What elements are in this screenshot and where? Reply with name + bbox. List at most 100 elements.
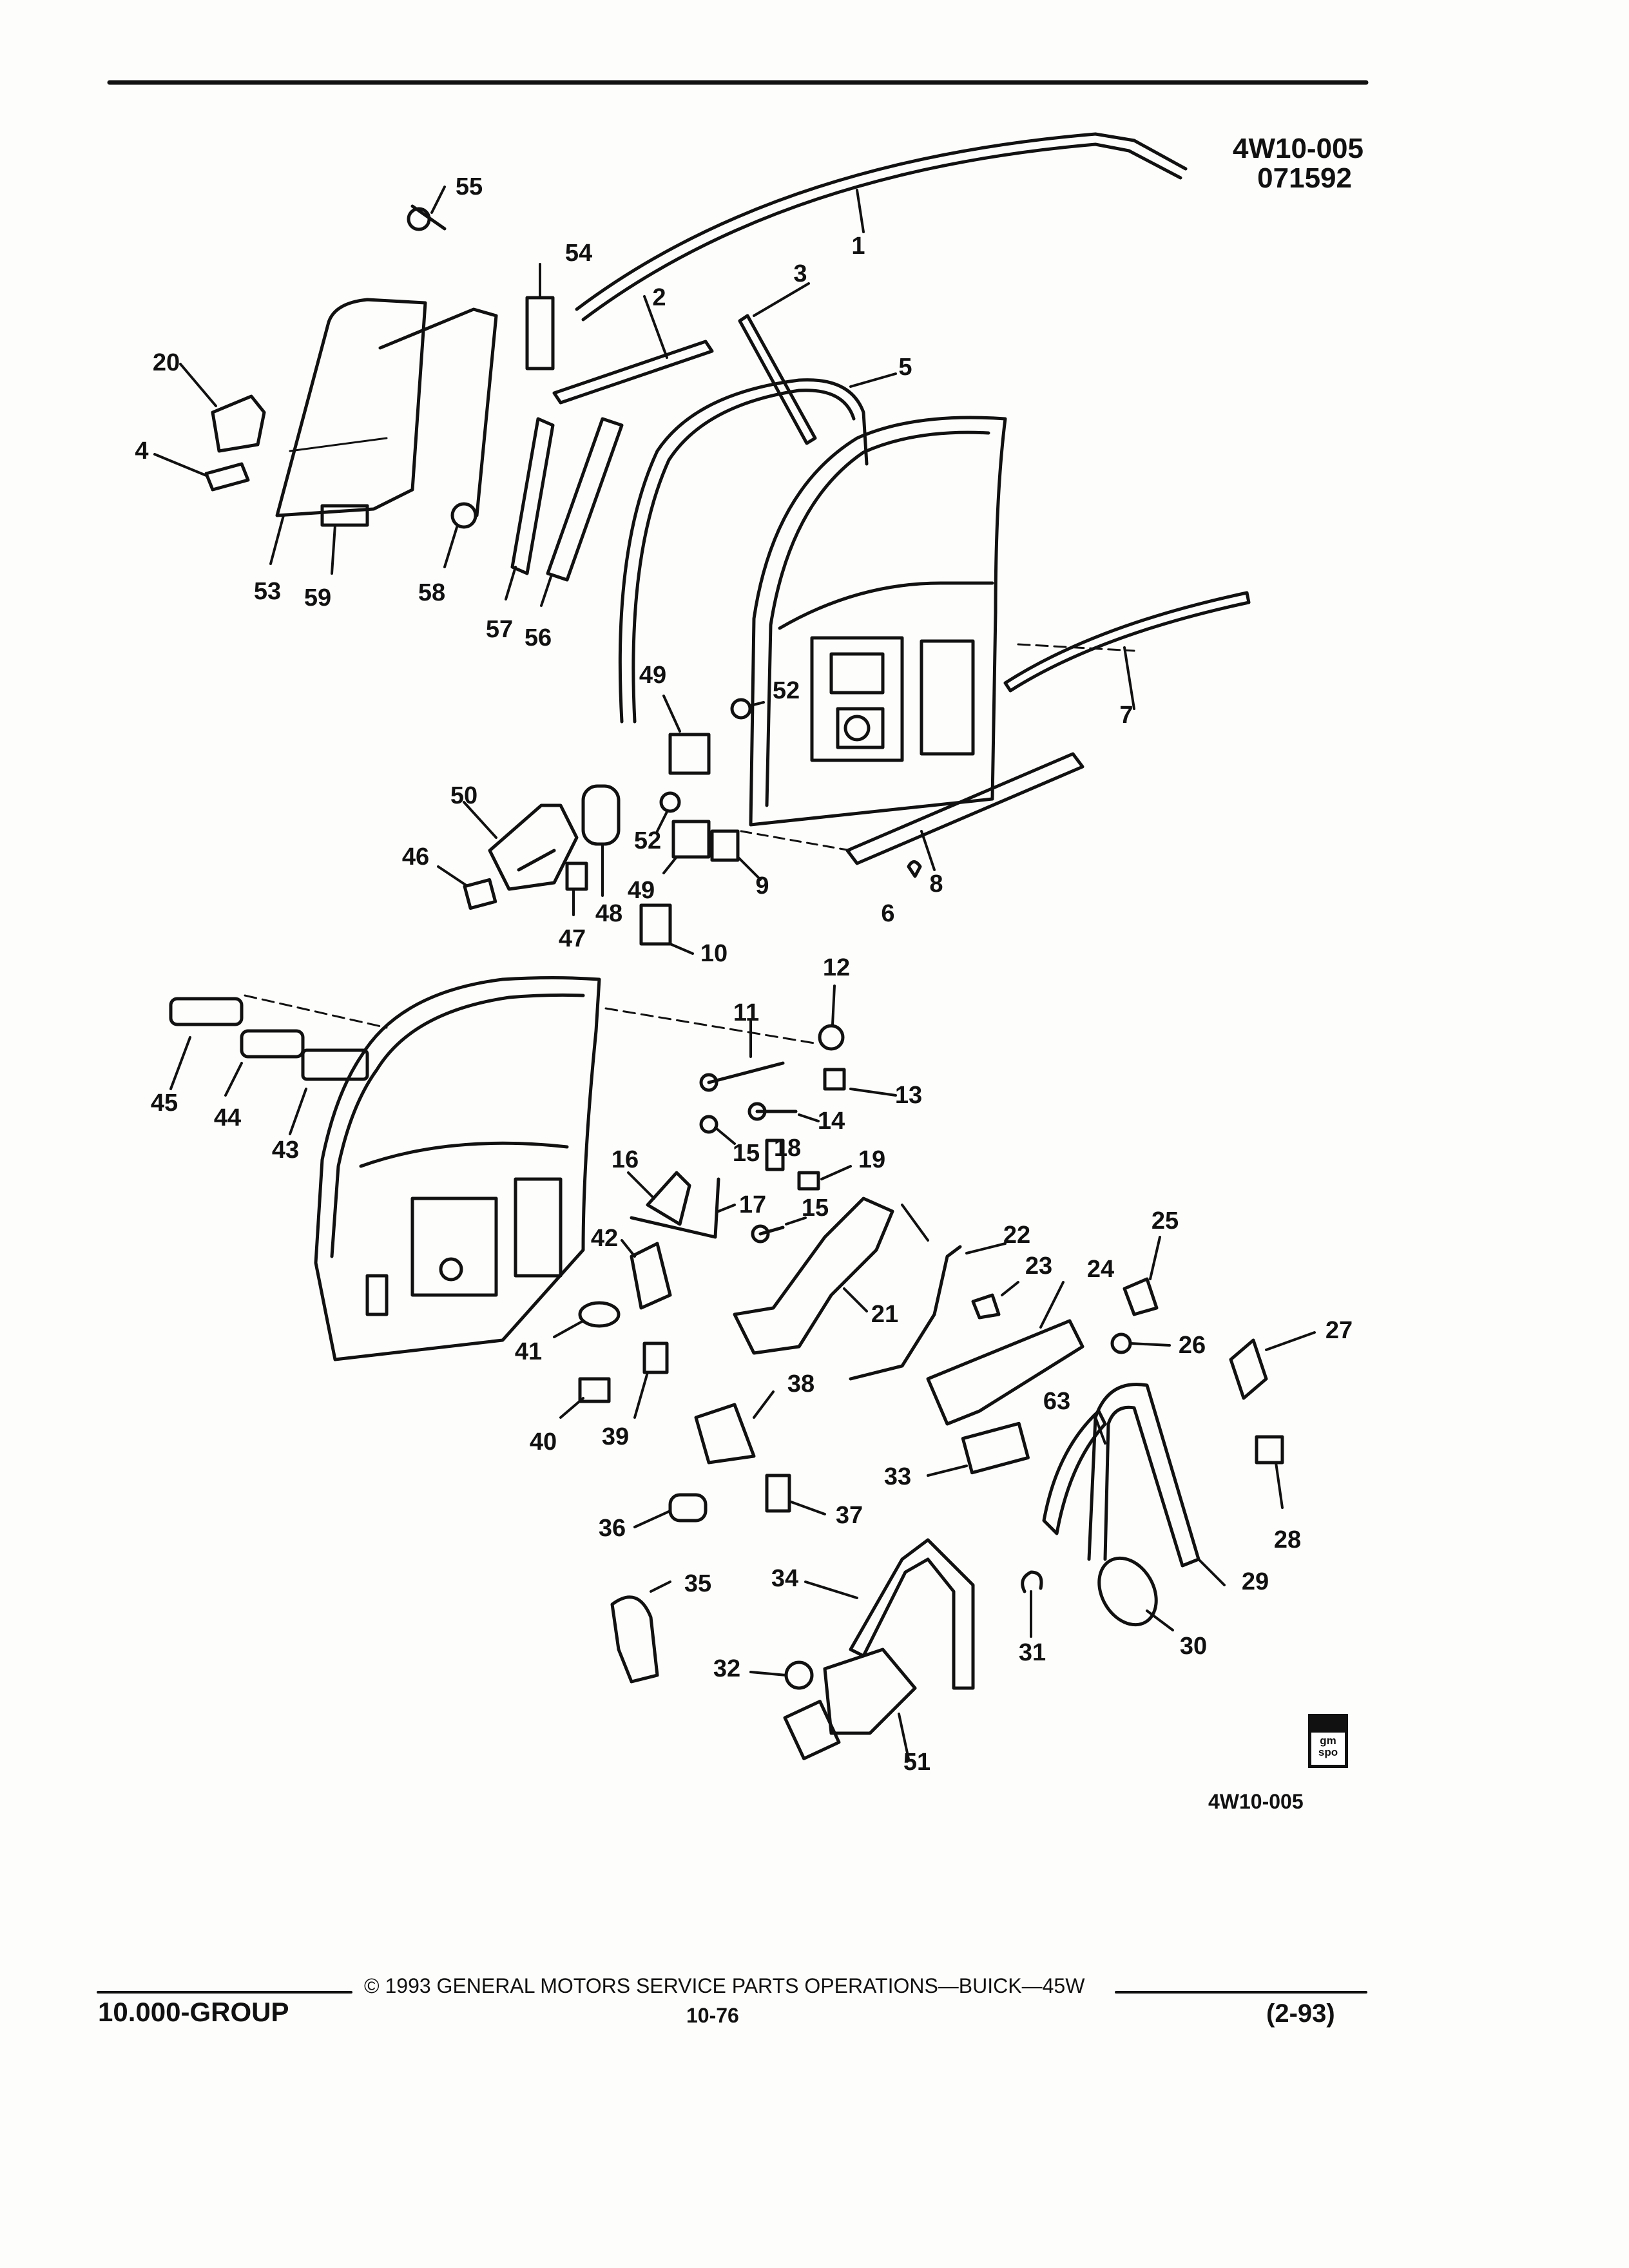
- part-9-bracket: [710, 829, 762, 881]
- callout-label: 63: [1043, 1388, 1071, 1415]
- callout-label: 26: [1178, 1332, 1206, 1359]
- part-63-cable: [1042, 1409, 1107, 1535]
- callout-label: 43: [271, 1137, 300, 1164]
- callout-label: 50: [450, 782, 478, 809]
- part-49-bracket-lower: [662, 820, 711, 874]
- callout-label: 49: [639, 662, 667, 689]
- part-40-clip: [559, 1377, 611, 1419]
- callout-label: 52: [633, 827, 662, 854]
- figure-code: 4W10-005: [1232, 133, 1364, 164]
- callout-label: 29: [1241, 1568, 1269, 1595]
- part-2-strip: [552, 295, 714, 405]
- callout-label: 53: [253, 578, 282, 605]
- part-15-screw-lower: [751, 1216, 807, 1244]
- part-24-panel: [926, 1281, 1084, 1426]
- callout-label: 5: [898, 354, 912, 381]
- callout-label: 44: [213, 1104, 242, 1131]
- part-13-clip: [823, 1068, 897, 1097]
- figure-code-bottom: 4W10-005: [1208, 1790, 1304, 1813]
- callout-label: 47: [558, 925, 586, 952]
- part-48-seal: [581, 784, 621, 897]
- part-17-rod: [630, 1177, 736, 1239]
- callout-label: 15: [732, 1140, 760, 1167]
- part-7-belt-molding: [1003, 591, 1251, 710]
- part-20-bracket: [179, 363, 266, 453]
- callout-label: 32: [713, 1655, 741, 1682]
- part-58-bumper: [443, 502, 477, 568]
- callout-label: 1: [851, 233, 865, 260]
- part-1-upper-molding: [575, 132, 1188, 322]
- callout-label: 49: [627, 877, 655, 904]
- footer-copyright: © 1993 GENERAL MOTORS SERVICE PARTS OPER…: [364, 1974, 1085, 1997]
- part-29-regulator-arm: [1087, 1383, 1226, 1586]
- part-36-bumper: [633, 1493, 708, 1528]
- callout-label: 59: [304, 584, 332, 611]
- part-35-bracket: [610, 1581, 671, 1684]
- callout-label: 40: [529, 1428, 557, 1456]
- part-33-module: [927, 1421, 1030, 1477]
- date-code: 071592: [1257, 162, 1352, 195]
- part-59-channel: [320, 307, 498, 575]
- part-12-grommet: [818, 985, 845, 1051]
- callout-label: 41: [514, 1338, 543, 1365]
- part-10-block: [639, 903, 694, 955]
- part-54-strip: [525, 263, 555, 370]
- callout-label: 3: [793, 260, 807, 287]
- part-30-motor: [1097, 1556, 1174, 1631]
- callout-label: 30: [1179, 1633, 1208, 1660]
- callout-label: 38: [787, 1370, 815, 1398]
- callout-label: 18: [773, 1135, 802, 1162]
- callout-label: 13: [894, 1082, 923, 1109]
- part-31-clip: [1021, 1570, 1043, 1638]
- callout-label: 55: [455, 173, 483, 200]
- gm-spo-logo-text: gm spo: [1318, 1735, 1338, 1758]
- callout-label: 23: [1025, 1253, 1053, 1280]
- callout-label: 33: [883, 1463, 912, 1490]
- part-18-spring: [765, 1139, 785, 1171]
- callout-label: 51: [903, 1749, 931, 1776]
- callout-label: 12: [822, 954, 851, 981]
- part-46-bolt: [437, 865, 497, 910]
- part-23-clip: [971, 1281, 1019, 1320]
- part-52-bolt-upper: [730, 698, 765, 720]
- callout-label: 17: [738, 1191, 767, 1218]
- callout-label: 21: [871, 1301, 899, 1328]
- footer-group: 10.000-GROUP: [98, 1997, 289, 2027]
- callout-label: 10: [700, 940, 728, 967]
- part-44-handle: [224, 1029, 305, 1097]
- part-43-pad: [289, 1048, 369, 1135]
- callout-label: 22: [1003, 1222, 1031, 1249]
- callout-label: 35: [684, 1570, 712, 1597]
- footer-revision: (2-93): [1266, 1999, 1335, 2028]
- part-27-bracket: [1229, 1331, 1316, 1400]
- callout-label: 56: [524, 624, 552, 651]
- part-16-latch: [627, 1171, 691, 1226]
- part-49-bracket-upper: [662, 695, 711, 775]
- callout-label: 14: [817, 1108, 845, 1135]
- callout-label: 24: [1086, 1256, 1115, 1283]
- part-50-hinge: [463, 801, 579, 891]
- part-32-gear: [749, 1660, 814, 1690]
- callout-label: 39: [601, 1423, 630, 1450]
- part-4-bracket: [153, 453, 250, 492]
- part-37-spring: [765, 1474, 826, 1515]
- callout-label: 20: [152, 349, 180, 376]
- part-41-clip: [553, 1301, 621, 1338]
- part-25-bracket: [1123, 1236, 1161, 1316]
- part-51-motor: [783, 1648, 917, 1760]
- footer-page-number: 10-76: [686, 2004, 739, 2027]
- part-45-handle: [169, 997, 244, 1090]
- part-42-bracket: [621, 1239, 672, 1310]
- callout-label: 52: [772, 677, 800, 704]
- part-14-bolt: [747, 1102, 820, 1122]
- part-26-nut: [1110, 1332, 1171, 1354]
- part-34-regulator: [804, 1538, 975, 1690]
- part-56-run-channel: [540, 417, 624, 607]
- callout-label: 16: [611, 1146, 639, 1173]
- callout-label: 34: [771, 1565, 799, 1592]
- callout-label: 15: [801, 1195, 829, 1222]
- callout-label: 9: [755, 872, 769, 899]
- callout-label: 36: [598, 1515, 626, 1542]
- part-22-rod: [849, 1242, 1007, 1381]
